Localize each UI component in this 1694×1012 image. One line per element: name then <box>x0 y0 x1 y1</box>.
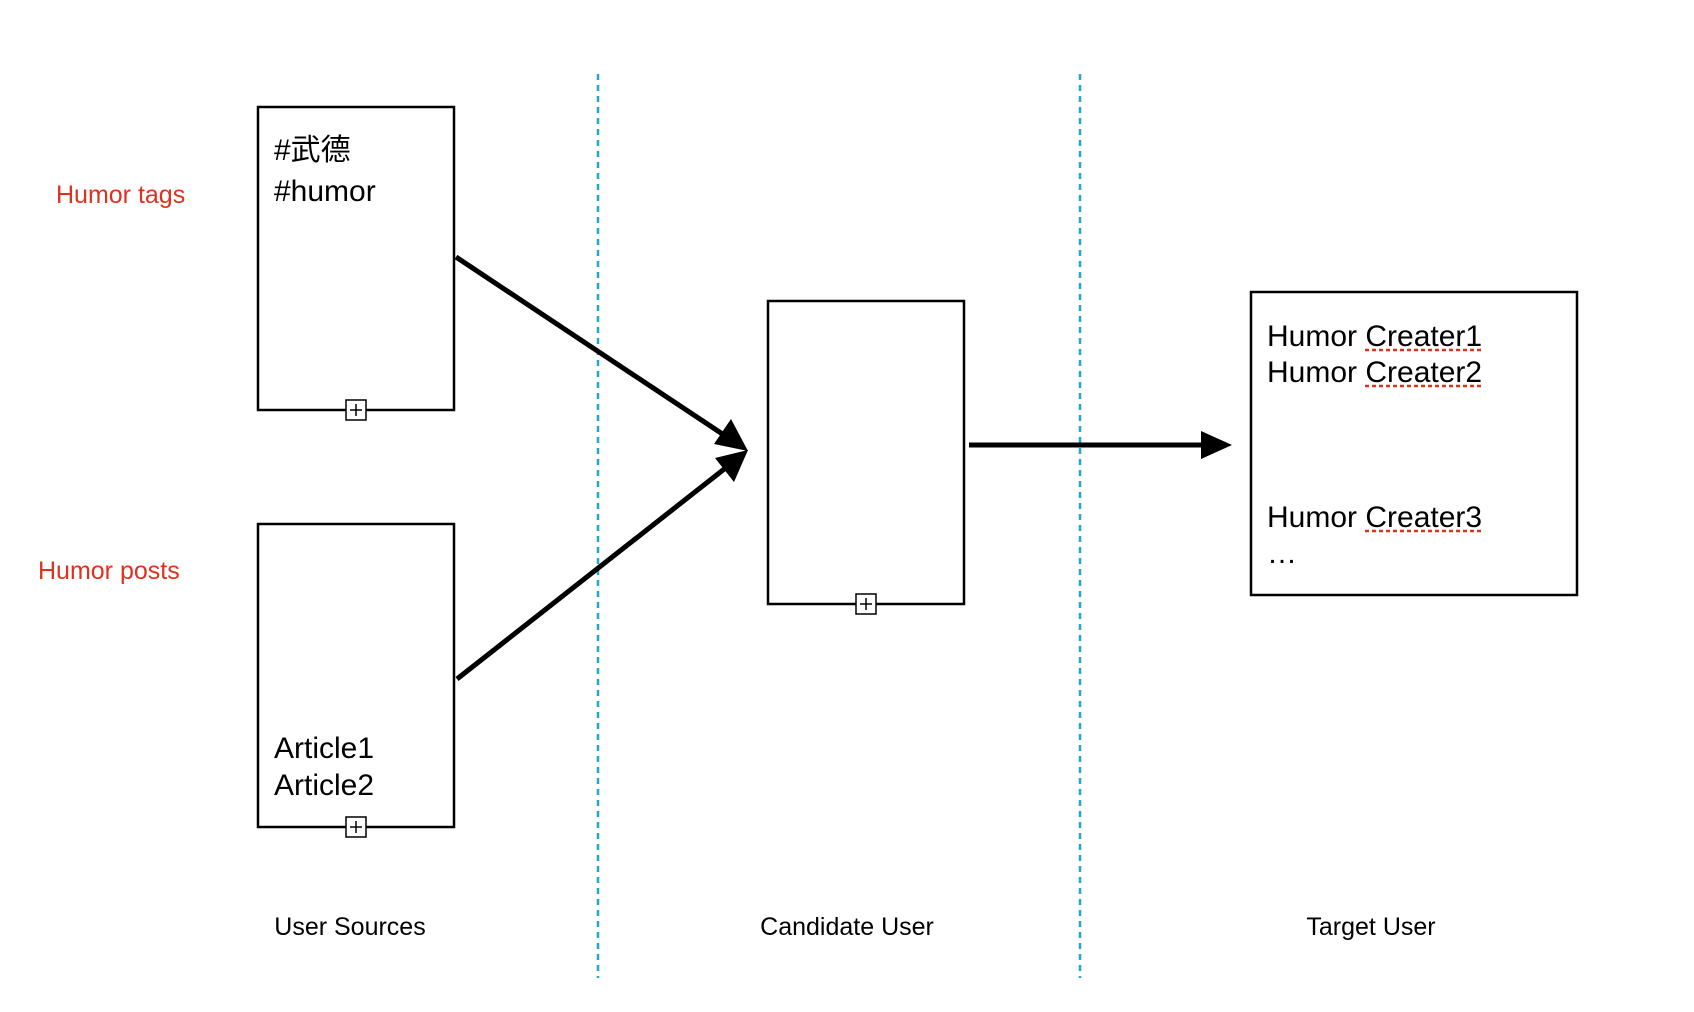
column-label-sources: User Sources <box>274 913 425 941</box>
arrowhead-posts <box>715 450 748 482</box>
arrowhead-target <box>1201 431 1232 459</box>
target-box-line-3: Humor Creater3 <box>1267 501 1482 534</box>
target-box[interactable]: Humor Creater1 Humor Creater2 Humor Crea… <box>1249 290 1579 597</box>
target-box-line-2: Humor Creater2 <box>1267 356 1482 389</box>
column-label-candidate: Candidate User <box>760 913 934 941</box>
arrowhead-tags <box>714 419 748 451</box>
arrow-posts-to-candidate <box>455 457 739 681</box>
target-box-line-1: Humor Creater1 <box>1267 320 1482 353</box>
expand-icon[interactable] <box>345 399 367 421</box>
humor-tags-label: Humor tags <box>56 181 185 209</box>
target-box-line-4: … <box>1267 537 1297 570</box>
tags-box-line-1: #武德 <box>274 134 351 167</box>
candidate-box[interactable] <box>766 299 966 615</box>
tags-box[interactable]: #武德 #humor <box>256 105 456 421</box>
expand-icon[interactable] <box>345 816 367 838</box>
expand-icon[interactable] <box>855 593 877 615</box>
tags-box-line-2: #humor <box>274 175 376 208</box>
posts-box[interactable]: Article1 Article2 <box>256 522 456 838</box>
column-label-target: Target User <box>1306 913 1435 941</box>
arrow-tags-to-candidate <box>454 254 738 446</box>
humor-posts-label: Humor posts <box>38 557 180 585</box>
posts-box-line-1: Article1 <box>274 732 374 765</box>
posts-box-line-2: Article2 <box>274 769 374 802</box>
